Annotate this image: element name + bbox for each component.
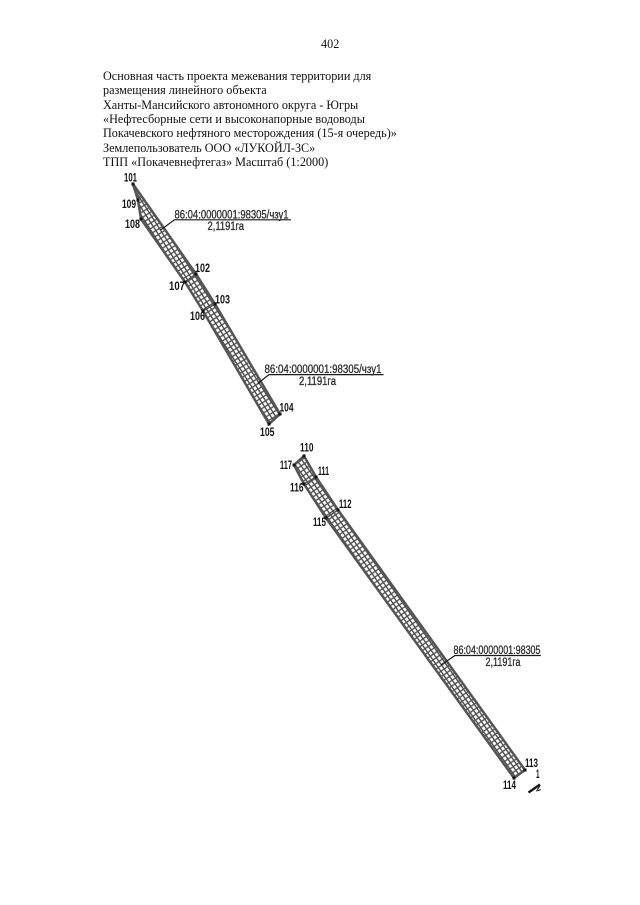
svg-text:86:04:0000001:98305: 86:04:0000001:98305 xyxy=(454,643,541,657)
svg-text:86:04:0000001:98305/чзу1: 86:04:0000001:98305/чзу1 xyxy=(265,362,382,376)
svg-text:112: 112 xyxy=(339,497,352,511)
svg-text:2,1191га: 2,1191га xyxy=(299,374,336,388)
svg-text:2,1191га: 2,1191га xyxy=(486,655,521,669)
svg-text:104: 104 xyxy=(280,401,294,415)
svg-text:103: 103 xyxy=(215,293,230,307)
svg-text:86:04:0000001:98305/чзу1: 86:04:0000001:98305/чзу1 xyxy=(175,207,289,221)
svg-text:101: 101 xyxy=(124,171,137,185)
svg-text:114: 114 xyxy=(503,778,516,792)
svg-text:107: 107 xyxy=(169,279,185,293)
svg-text:113: 113 xyxy=(525,756,538,770)
svg-text:116: 116 xyxy=(290,481,304,495)
svg-text:102: 102 xyxy=(195,261,210,275)
svg-text:2,1191га: 2,1191га xyxy=(208,219,245,233)
svg-text:1: 1 xyxy=(536,767,540,781)
svg-text:109: 109 xyxy=(122,197,136,211)
svg-text:105: 105 xyxy=(260,425,275,439)
svg-text:117: 117 xyxy=(280,458,292,472)
svg-text:110: 110 xyxy=(300,441,314,455)
svg-text:106: 106 xyxy=(190,309,205,323)
svg-text:111: 111 xyxy=(318,464,329,478)
svg-text:115: 115 xyxy=(313,515,326,529)
svg-text:108: 108 xyxy=(125,217,140,231)
